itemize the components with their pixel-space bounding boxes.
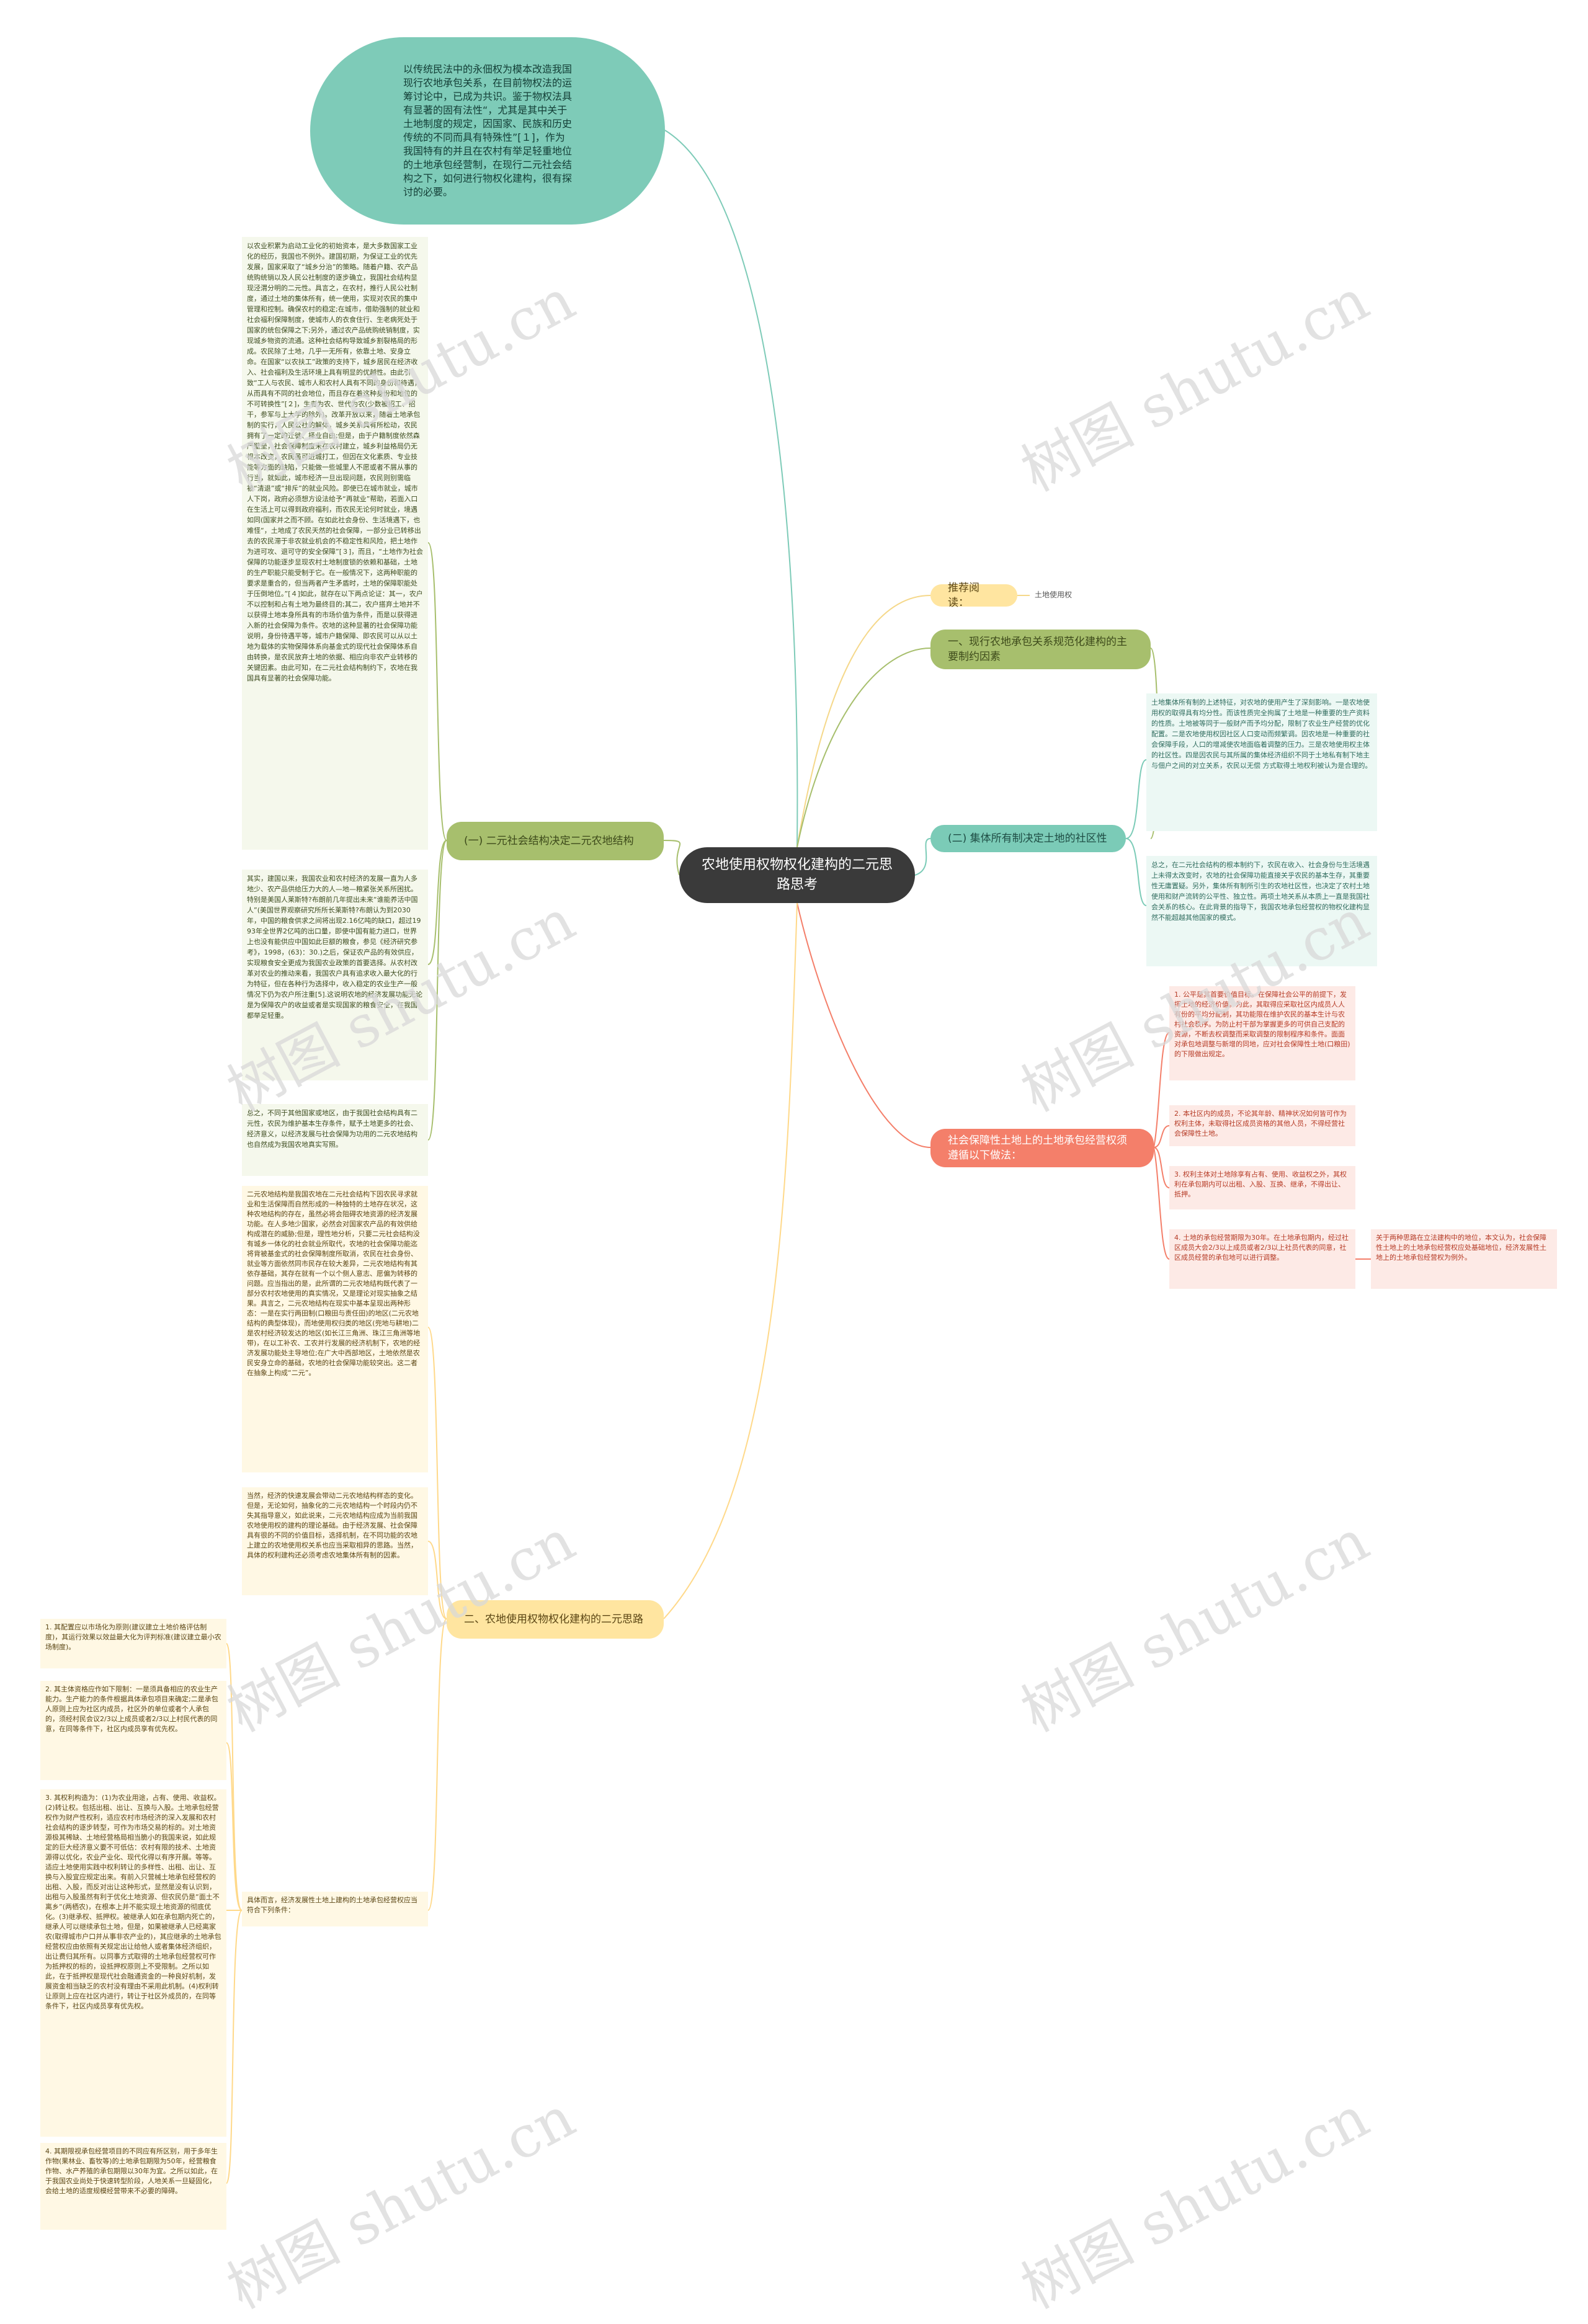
line-sub1a-p3 — [427, 840, 447, 1141]
far-right-note-text: 关于两种思路在立法建构中的地位，本文认为，社会保障性土地上的土地承包经营权应处基… — [1376, 1234, 1546, 1262]
section2-paragraph-1-text: 二元农地结构是我国农地在二元社会结构下因农民寻求就业和生活保障而自然形成的一种独… — [247, 1190, 421, 1377]
sub1b-paragraph-2-text: 总之，在二元社会结构的根本制约下，农民在收入、社会身份与生活境遇上未得太改变时，… — [1151, 861, 1370, 922]
left-item-1-text: 1. 其配置应以市场化为原则(建议建立土地价格评估制度)，其运行效果以效益最大化… — [45, 1623, 221, 1651]
left-item-2: 2. 其主体资格应作如下限制：一是须具备相应的农业生产能力。生产能力的条件根据具… — [40, 1681, 226, 1780]
central-topic[interactable]: 农地使用权物权化建构的二元思路思考 — [679, 847, 915, 903]
far-right-note: 关于两种思路在立法建构中的地位，本文认为，社会保障性土地上的土地承包经营权应处基… — [1371, 1229, 1557, 1289]
right-item-1-text: 1. 公平是其首要价值目标。在保障社会公平的前提下，发挥土地的经济价值。为此，其… — [1174, 991, 1350, 1058]
intro-text: 以传统民法中的永佃权为模本改造我国现行农地承包关系，在目前物权法的运筹讨论中，已… — [403, 63, 573, 198]
line-p3-l2 — [226, 1742, 243, 1911]
right-item-1: 1. 公平是其首要价值目标。在保障社会公平的前提下，发挥土地的经济价值。为此，其… — [1169, 986, 1355, 1080]
line-section3-r2 — [1153, 1125, 1170, 1148]
left-item-2-text: 2. 其主体资格应作如下限制：一是须具备相应的农业生产能力。生产能力的条件根据具… — [45, 1685, 218, 1733]
line-p3-l4 — [226, 1910, 243, 2184]
left-item-4: 4. 其期限视承包经营项目的不同应有所区别，用于多年生作物(果林业、畜牧等)的土… — [40, 2143, 226, 2230]
intro-bubble[interactable]: 以传统民法中的永佃权为模本改造我国现行农地承包关系，在目前物权法的运筹讨论中，已… — [310, 37, 665, 225]
sub1a-paragraph-2-text: 其实，建国以来，我国农业和农村经济的发展一直为人多地少、农产品供给压力大的人—地… — [247, 875, 423, 1020]
section2-paragraph-2: 当然，经济的快速发展会带动二元农地结构样态的变化。但是，无论如何，抽象化的二元农… — [242, 1487, 428, 1595]
line-center-sub1a — [663, 840, 681, 876]
sub1b-paragraph-1: 土地集体所有制的上述特征，对农地的使用产生了深刻影响。一是农地使用权的取得具有均… — [1146, 693, 1377, 831]
sub1a-label: (一) 二元社会结构决定二元农地结构 — [464, 835, 634, 847]
line-section2-p2 — [427, 1541, 447, 1619]
right-item-2: 2. 本社区内的成员，不论其年龄、精神状况如何皆可作为权利主体，未取得社区成员资… — [1169, 1105, 1355, 1146]
recommend-label: 推荐阅读： — [948, 582, 979, 609]
line-sub1a-p2 — [427, 840, 447, 965]
section2-label: 二、农地使用权物权化建构的二元思路 — [464, 1613, 643, 1626]
section3-node[interactable]: 社会保障性土地上的土地承包经营权须遵循以下做法： — [930, 1129, 1154, 1167]
section2-paragraph-2-text: 当然，经济的快速发展会带动二元农地结构样态的变化。但是，无论如何，抽象化的二元农… — [247, 1492, 417, 1559]
line-center-section1 — [796, 648, 931, 848]
line-p3-l1 — [226, 1643, 243, 1911]
line-section2-p1 — [427, 1327, 447, 1619]
sub1a-paragraph-3-text: 总之，不同于其他国家或地区，由于我国社会结构具有二元性，农民为维护基本生存条件，… — [247, 1109, 417, 1149]
section2-paragraph-1: 二元农地结构是我国农地在二元社会结构下因农民寻求就业和生活保障而自然形成的一种独… — [242, 1186, 428, 1472]
section1-node[interactable]: 一、现行农地承包关系规范化建构的主要制约因素 — [930, 630, 1151, 669]
sub1b-paragraph-2: 总之，在二元社会结构的根本制约下，农民在收入、社会身份与生活境遇上未得太改变时，… — [1146, 856, 1377, 966]
right-item-2-text: 2. 本社区内的成员，不论其年龄、精神状况如何皆可作为权利主体，未取得社区成员资… — [1174, 1110, 1347, 1138]
right-item-3-text: 3. 权利主体对土地除享有占有、使用、收益权之外，其权利在承包期内可以出租、入股… — [1174, 1170, 1347, 1198]
section3-label: 社会保障性土地上的土地承包经营权须遵循以下做法： — [948, 1134, 1127, 1162]
sub1b-label: (二) 集体所有制决定土地的社区性 — [948, 832, 1107, 845]
line-section2-p3 — [427, 1618, 447, 1911]
sub1a-paragraph-2: 其实，建国以来，我国农业和农村经济的发展一直为人多地少、农产品供给压力大的人—地… — [242, 870, 428, 1080]
sub1a-paragraph-1-text: 以农业积累为启动工业化的初始资本，是大多数国家工业化的经历，我国也不例外。建国初… — [247, 242, 423, 682]
line-sub1a-p1 — [427, 542, 447, 841]
recommend-link-text: 土地使用权 — [1035, 590, 1073, 599]
right-item-4: 4. 土地的承包经营期限为30年。在土地承包期内，经过社区成员大会2/3以上成员… — [1169, 1229, 1355, 1289]
section2-paragraph-3: 具体而言，经济发展性土地上建构的土地承包经营权应当符合下列条件： — [242, 1892, 428, 1926]
line-section3-r4 — [1153, 1147, 1170, 1260]
line-center-intro — [664, 130, 798, 848]
section2-node[interactable]: 二、农地使用权物权化建构的二元思路 — [447, 1600, 664, 1639]
sub1a-paragraph-3: 总之，不同于其他国家或地区，由于我国社会结构具有二元性，农民为维护基本生存条件，… — [242, 1104, 428, 1176]
left-item-3: 3. 其权利构造为：(1)为农业用途，占有、使用、收益权。(2)转让权。包括出租… — [40, 1789, 226, 2137]
sub1b-node[interactable]: (二) 集体所有制决定土地的社区性 — [930, 825, 1126, 852]
line-sub1b-p2 — [1125, 838, 1147, 906]
line-center-section3 — [796, 902, 931, 1148]
line-section3-r3 — [1153, 1147, 1170, 1188]
sub1b-paragraph-1-text: 土地集体所有制的上述特征，对农地的使用产生了深刻影响。一是农地使用权的取得具有均… — [1151, 698, 1372, 770]
section2-paragraph-3-text: 具体而言，经济发展性土地上建构的土地承包经营权应当符合下列条件： — [247, 1896, 417, 1914]
line-center-recommend — [796, 595, 931, 848]
line-center-sub1b — [914, 838, 931, 876]
right-item-3: 3. 权利主体对土地除享有占有、使用、收益权之外，其权利在承包期内可以出租、入股… — [1169, 1166, 1355, 1209]
line-sub1b-p1 — [1125, 759, 1147, 839]
sub1a-node[interactable]: (一) 二元社会结构决定二元农地结构 — [447, 822, 664, 860]
connector-lines — [226, 130, 1371, 2184]
section1-label: 一、现行农地承包关系规范化建构的主要制约因素 — [948, 636, 1127, 663]
left-item-4-text: 4. 其期限视承包经营项目的不同应有所区别，用于多年生作物(果林业、畜牧等)的土… — [45, 2147, 218, 2195]
left-item-1: 1. 其配置应以市场化为原则(建议建立土地价格评估制度)，其运行效果以效益最大化… — [40, 1619, 226, 1668]
right-item-4-text: 4. 土地的承包经营期限为30年。在土地承包期内，经过社区成员大会2/3以上成员… — [1174, 1234, 1349, 1262]
line-section3-r1 — [1153, 1032, 1170, 1148]
recommend-node[interactable]: 推荐阅读： — [930, 582, 1017, 609]
left-item-3-text: 3. 其权利构造为：(1)为农业用途，占有、使用、收益权。(2)转让权。包括出租… — [45, 1794, 221, 2010]
recommend-link[interactable]: 土地使用权 — [1035, 589, 1122, 603]
central-topic-label: 农地使用权物权化建构的二元思路思考 — [701, 857, 893, 893]
line-center-section2 — [663, 902, 798, 1619]
sub1a-paragraph-1: 以农业积累为启动工业化的初始资本，是大多数国家工业化的经历，我国也不例外。建国初… — [242, 237, 428, 850]
